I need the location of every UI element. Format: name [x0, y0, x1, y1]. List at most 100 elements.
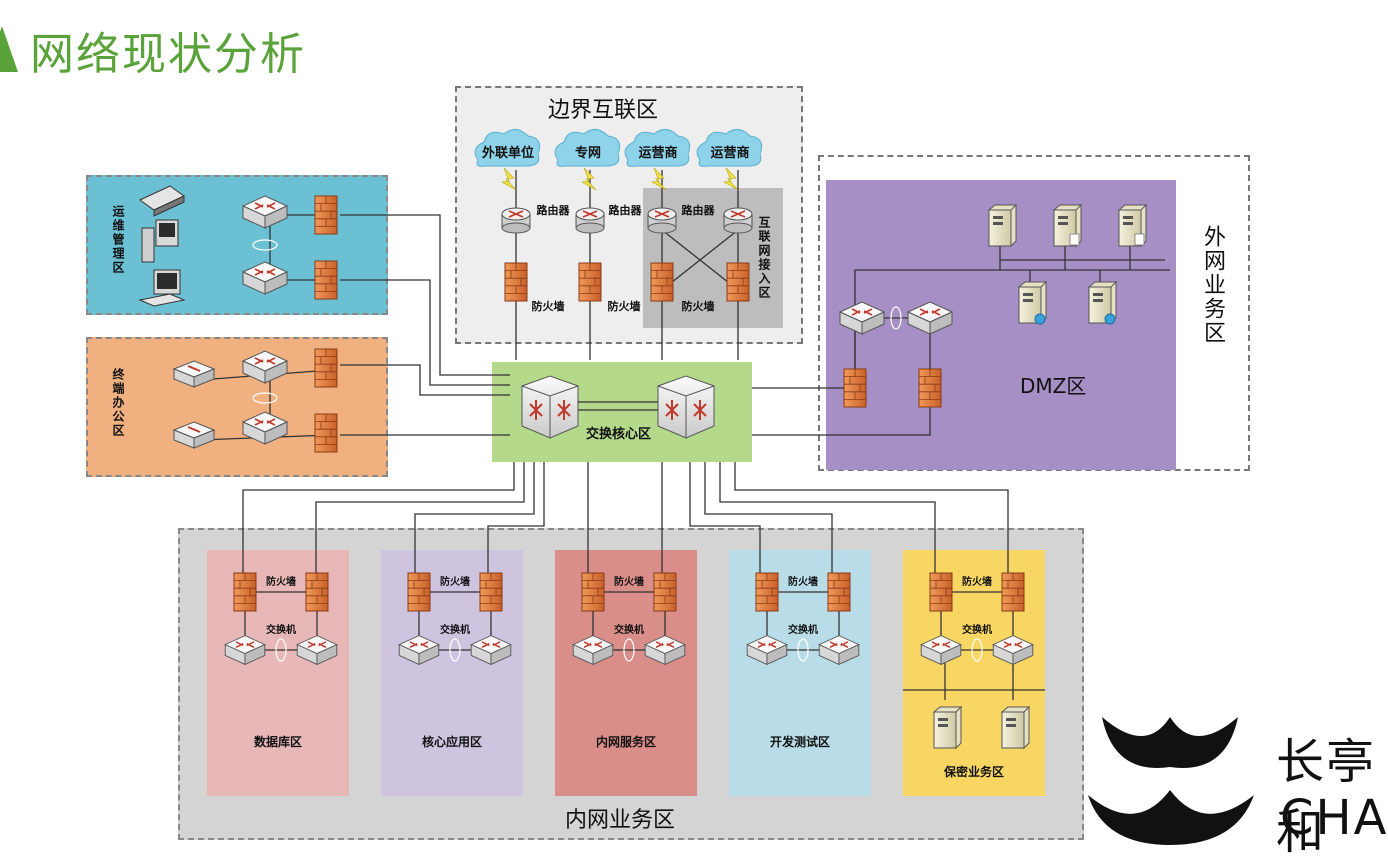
firewall-label: 防火墙	[266, 575, 296, 588]
switch-icon	[241, 411, 289, 445]
border-link-line	[661, 229, 739, 291]
cloud-label: 运营商	[638, 145, 677, 161]
server-icon	[1087, 280, 1118, 325]
lightning-icon	[651, 167, 667, 191]
switch-icon	[992, 635, 1034, 666]
cloud-label: 运营商	[710, 145, 749, 161]
firewall-icon	[305, 572, 329, 612]
link-aggregation-icon	[971, 638, 983, 662]
brand-logo-icon	[1088, 717, 1254, 845]
internal-zone-label: 内网业务区	[565, 808, 676, 833]
dmz-zone-label: DMZ区	[1020, 374, 1087, 398]
cloud-icon: 专网	[554, 129, 621, 191]
dmz-link-line	[752, 392, 931, 436]
workstation-icon	[138, 269, 186, 307]
internal-link-line	[242, 462, 515, 580]
server-icon	[1117, 203, 1148, 248]
firewall-icon	[581, 572, 605, 612]
firewall-icon	[827, 572, 851, 612]
ops-zone-label: 运维管理区	[111, 205, 125, 275]
firewall-icon	[314, 413, 338, 453]
internal-link-line	[414, 462, 535, 580]
firewall-icon	[504, 262, 528, 302]
firewall-icon	[407, 572, 431, 612]
firewall-icon	[650, 262, 674, 302]
firewall-icon	[233, 572, 257, 612]
core-switch-icon	[521, 375, 579, 439]
router-label: 路由器	[682, 203, 716, 217]
switch-icon	[241, 261, 289, 295]
terminal-link-line	[340, 364, 510, 396]
router-label: 路由器	[609, 203, 643, 217]
switch-icon	[470, 635, 512, 666]
switch-icon	[818, 635, 860, 666]
link-aggregation-icon	[275, 638, 287, 662]
access-switch-icon	[172, 421, 216, 449]
firewall-label: 防火墙	[440, 575, 470, 588]
external-zone-label: 外网业务区	[1200, 225, 1225, 345]
brand-logo-text-line2: CHAI	[1280, 790, 1388, 846]
server-icon	[1000, 705, 1031, 750]
ops-link-line	[340, 214, 510, 376]
firewall-icon	[314, 348, 338, 388]
router-icon	[723, 207, 753, 234]
firewall-icon	[1001, 572, 1025, 612]
server-icon	[932, 705, 963, 750]
internal-link-line	[704, 462, 833, 580]
ops-zone	[86, 175, 388, 315]
ops-link-line	[340, 279, 510, 386]
cloud-label: 专网	[575, 145, 601, 161]
router-icon	[575, 207, 605, 234]
sub-zone-label: 核心应用区	[421, 735, 482, 749]
firewall-label: 防火墙	[614, 575, 644, 588]
link-aggregation-icon	[252, 239, 278, 251]
cloud-icon: 运营商	[696, 129, 763, 191]
switch-icon	[920, 635, 962, 666]
lightning-icon	[723, 167, 739, 191]
link-aggregation-icon	[449, 638, 461, 662]
brand-logo-text-line1: 长亭和	[1276, 734, 1377, 860]
cloud-icon: 运营商	[624, 129, 691, 191]
core-zone-label: 交换核心区	[586, 427, 652, 442]
sub-zone-label: 内网服务区	[595, 735, 656, 749]
access-switch-icon	[172, 360, 216, 388]
switch-icon	[572, 635, 614, 666]
sub-zone-label: 开发测试区	[769, 735, 830, 749]
firewall-icon	[929, 572, 953, 612]
internal-link-line	[734, 462, 1009, 580]
page-title: 网络现状分析	[30, 29, 306, 80]
switch-icon	[398, 635, 440, 666]
internet-access-zone-label: 互联网接入区	[757, 216, 771, 300]
link-aggregation-icon	[623, 638, 635, 662]
cloud-label: 外联单位	[481, 145, 534, 161]
firewall-icon	[653, 572, 677, 612]
switch-icon	[224, 635, 266, 666]
server-icon	[1017, 280, 1048, 325]
cloud-icon: 外联单位	[474, 129, 541, 191]
firewall-icon	[479, 572, 503, 612]
server-icon	[987, 203, 1018, 248]
switch-label: 交换机	[614, 623, 644, 636]
sub-zone-label: 保密业务区	[943, 765, 1004, 779]
router-label: 路由器	[537, 203, 571, 217]
border-zone-label: 边界互联区	[548, 98, 659, 123]
firewall-icon	[755, 572, 779, 612]
sub-zone-label: 数据库区	[253, 735, 302, 749]
firewall-icon	[314, 260, 338, 300]
internal-link-line	[689, 462, 761, 580]
link-aggregation-icon	[890, 306, 902, 330]
switch-icon	[241, 350, 289, 384]
firewall-label: 防火墙	[682, 299, 715, 313]
internal-link-line	[719, 462, 936, 580]
lightning-icon	[581, 167, 597, 191]
link-aggregation-icon	[797, 638, 809, 662]
firewall-icon	[918, 368, 942, 408]
firewall-icon	[843, 368, 867, 408]
router-icon	[647, 207, 677, 234]
switch-label: 交换机	[266, 623, 296, 636]
server-icon	[1052, 203, 1083, 248]
firewall-label: 防火墙	[608, 299, 641, 313]
terminal-zone-label: 终端办公区	[111, 368, 125, 438]
